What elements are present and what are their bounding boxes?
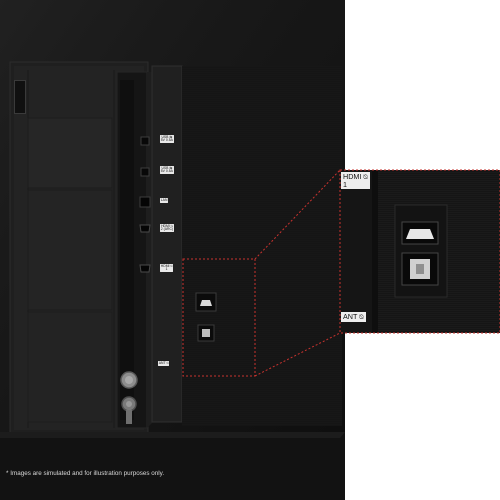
bay-plate [27,117,113,189]
hdmi-port-icon [401,221,439,245]
optical-port-icon [401,252,439,286]
label-hdmi2: HDMI ⍉ 2 (ARC) [160,223,174,233]
tv-bottom-edge [0,432,345,438]
callout-line-top [254,169,341,260]
right-cover-tint [182,66,342,426]
hdmi1-port [139,264,151,273]
label-lan: LAN [160,197,169,203]
connector-panel [151,65,183,423]
callout-source-box [182,258,256,377]
label-usb-bottom: USB ⇋ 5V 0.5A [160,165,174,175]
bay-plate [27,311,113,423]
hdmi-port-icon [195,292,217,312]
optical-port-icon [197,324,215,342]
zoom-label-hdmi: HDMI ⍉ 1 [341,172,370,190]
label-usb-top: USB ⇋ 5V 0.5A [160,134,174,144]
antenna-rod [126,410,132,424]
terminal-strip-channel [120,80,134,420]
hdmi2-port [139,224,151,233]
warning-notice-text [31,86,113,100]
lan-port [139,196,151,208]
disclaimer-text: * Images are simulated and for illustrat… [6,470,165,477]
label-hdmi1: HDMI ⍉ 1 [160,263,174,273]
zoom-left-strip [340,170,372,333]
zoom-divider [372,170,378,333]
side-sticker [14,80,26,114]
usb-port-top [140,136,150,146]
tv-bottom-trim [0,432,345,500]
zoom-label-ant: ANT ⍉ [341,312,366,322]
usb-port-bottom [140,167,150,177]
label-ant: ANT ⍉ [158,360,170,366]
bay-plate [27,189,113,311]
zoom-box-border [339,169,500,334]
